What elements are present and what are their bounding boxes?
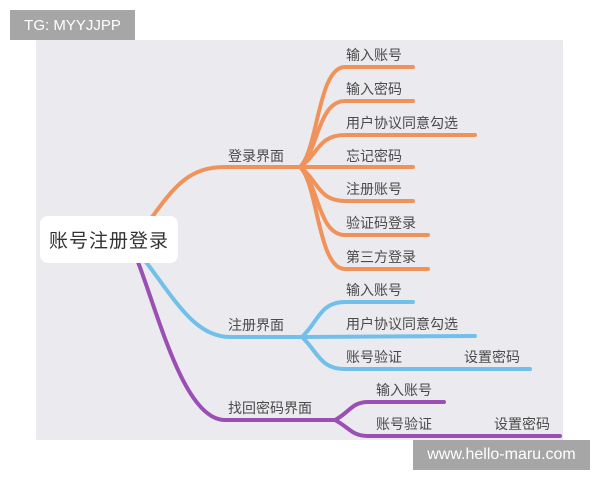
login-child-register: 注册账号 xyxy=(346,182,402,198)
login-child-input-password: 输入密码 xyxy=(346,82,402,98)
watermark-bottom: www.hello-maru.com xyxy=(413,440,590,470)
login-child-forgot-password: 忘记密码 xyxy=(346,149,402,165)
login-child-input-account: 输入账号 xyxy=(346,48,402,64)
watermark-bottom-text: www.hello-maru.com xyxy=(427,446,576,463)
branch-recover-label: 找回密码界面 xyxy=(228,401,312,417)
recover-child-verify: 账号验证 xyxy=(376,417,432,433)
recover-child-set-password: 设置密码 xyxy=(494,417,550,433)
root-node-label: 账号注册登录 xyxy=(48,230,169,252)
login-child-agreement: 用户协议同意勾选 xyxy=(346,116,458,132)
recover-branch-lines xyxy=(136,260,562,438)
login-child-third-party: 第三方登录 xyxy=(346,250,416,266)
login-branch-lines xyxy=(148,65,477,271)
register-child-input-account: 输入账号 xyxy=(346,283,402,299)
register-child-set-password: 设置密码 xyxy=(464,350,520,366)
register-branch-lines xyxy=(144,260,532,371)
branch-login-label: 登录界面 xyxy=(228,149,284,165)
branch-register-label: 注册界面 xyxy=(228,318,284,334)
register-child-agreement: 用户协议同意勾选 xyxy=(346,317,458,333)
register-child-verify: 账号验证 xyxy=(346,350,402,366)
recover-child-input-account: 输入账号 xyxy=(376,383,432,399)
root-node: 账号注册登录 xyxy=(40,216,178,263)
watermark-top-text: TG: MYYJJPP xyxy=(24,16,121,34)
watermark-top: TG: MYYJJPP xyxy=(10,10,135,40)
login-child-code-login: 验证码登录 xyxy=(346,216,416,232)
